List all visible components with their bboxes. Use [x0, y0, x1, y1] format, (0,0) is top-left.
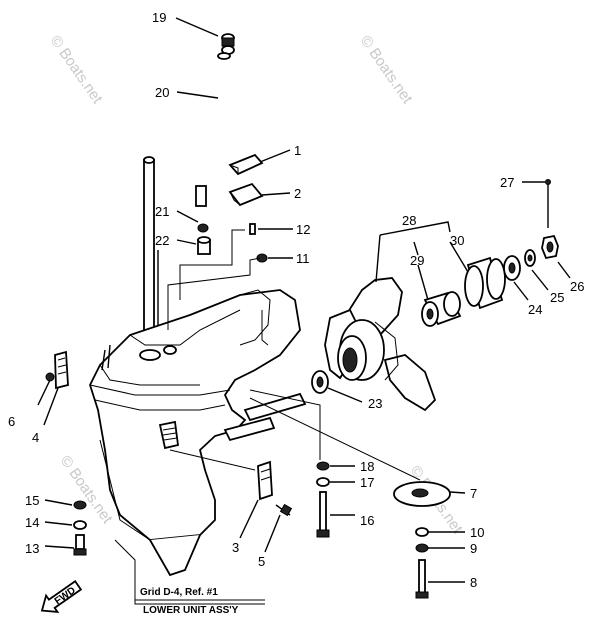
lower-unit-housing	[89, 289, 307, 577]
callout-10: 10	[470, 525, 484, 540]
callout-13: 13	[25, 541, 39, 556]
callout-11: 11	[296, 251, 310, 266]
part-24-washer	[503, 255, 521, 281]
part-20-water-tube	[198, 52, 231, 186]
reference-caption: Grid D-4, Ref. #1 LOWER UNIT ASS'Y	[114, 539, 265, 616]
part-5-screw	[275, 503, 293, 517]
callout-labels: 19 20 1 2 21 12 22 11 27 28 29 30 26 25 …	[8, 10, 584, 590]
watermark-2: © Boats.net	[357, 33, 416, 108]
callout-16: 16	[360, 513, 374, 528]
callout-1: 1	[294, 143, 301, 158]
callout-28: 28	[402, 213, 416, 228]
part-2-seal	[228, 182, 264, 207]
callout-15: 15	[25, 493, 39, 508]
callout-26: 26	[570, 279, 584, 294]
part-14-washer	[73, 520, 87, 530]
part-18-washer	[316, 461, 330, 471]
part-17-washer	[316, 477, 330, 487]
part-22-grommet	[197, 236, 211, 255]
callout-30: 30	[450, 233, 464, 248]
callout-5: 5	[258, 554, 265, 569]
part-26-nut	[541, 234, 559, 260]
part-27-cotter-pin	[545, 179, 551, 228]
part-8-bolt	[415, 559, 429, 599]
callout-19: 19	[152, 10, 166, 25]
callout-4: 4	[32, 430, 39, 445]
callout-20: 20	[155, 85, 169, 100]
callout-24: 24	[528, 302, 542, 317]
leader-lines	[37, 17, 571, 583]
part-28-propeller	[324, 277, 437, 412]
part-3-plate	[257, 460, 273, 501]
caption-assembly: LOWER UNIT ASS'Y	[143, 605, 239, 616]
fwd-arrow-icon: FWD	[40, 580, 83, 613]
callout-14: 14	[25, 515, 39, 530]
part-7-anode	[393, 481, 451, 507]
part-21-collar	[195, 185, 209, 233]
part-29-bushing	[421, 291, 462, 327]
callout-25: 25	[550, 290, 564, 305]
part-12-pin	[249, 223, 256, 235]
callout-6: 6	[8, 414, 15, 429]
part-9-washer	[415, 543, 429, 553]
part-25-washer	[524, 249, 536, 267]
callout-7: 7	[470, 486, 477, 501]
part-6-screw	[45, 372, 55, 382]
part-16-bolt	[316, 491, 330, 538]
part-15-washer	[73, 500, 87, 510]
callout-22: 22	[155, 233, 169, 248]
callout-27: 27	[500, 175, 514, 190]
part-10-washer	[415, 527, 429, 537]
part-19-grommet	[221, 33, 235, 55]
callout-21: 21	[155, 204, 169, 219]
part-30-spacer	[464, 256, 506, 310]
callout-17: 17	[360, 475, 374, 490]
part-4-plate	[54, 350, 69, 390]
callout-18: 18	[360, 459, 374, 474]
drive-shaft	[143, 156, 155, 341]
part-1-seal	[228, 153, 264, 176]
part-11-washer	[256, 253, 268, 263]
part-13-bolt	[73, 534, 87, 556]
callout-12: 12	[296, 222, 310, 237]
caption-grid-ref: Grid D-4, Ref. #1	[140, 587, 218, 598]
callout-3: 3	[232, 540, 239, 555]
callout-29: 29	[410, 253, 424, 268]
watermark-1: © Boats.net	[47, 33, 106, 108]
callout-2: 2	[294, 186, 301, 201]
callout-9: 9	[470, 541, 477, 556]
part-23-thrust-washer	[311, 370, 329, 394]
callout-23: 23	[368, 396, 382, 411]
callout-8: 8	[470, 575, 477, 590]
